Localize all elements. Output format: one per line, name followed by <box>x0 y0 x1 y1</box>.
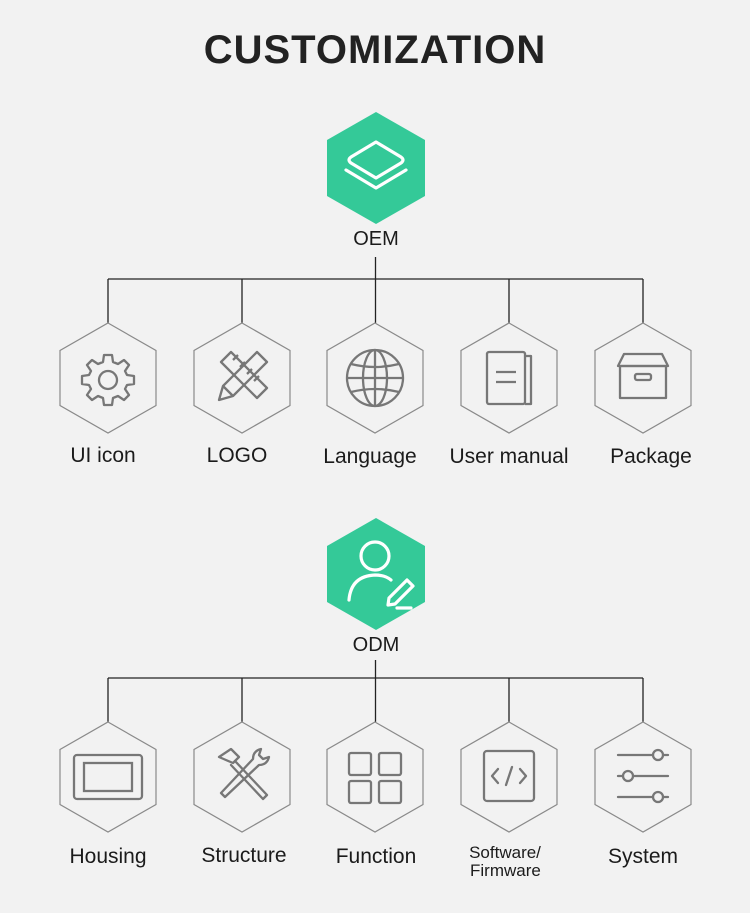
pencil-ruler-icon <box>217 350 269 402</box>
sliders-icon <box>616 748 670 804</box>
item-label-package: Package <box>610 445 692 468</box>
globe-icon <box>345 348 405 408</box>
structure-hexagon <box>193 721 291 833</box>
item-label-system: System <box>607 845 678 868</box>
oem-hexagon <box>327 112 425 224</box>
item-label-function: Function <box>335 845 417 868</box>
gear-icon <box>80 353 136 407</box>
item-label-user-manual: User manual <box>449 445 569 468</box>
software-firmware-hexagon <box>460 721 558 833</box>
system-hexagon <box>594 721 692 833</box>
user-edit-icon <box>347 540 415 610</box>
function-hexagon <box>326 721 424 833</box>
item-label-logo: LOGO <box>206 444 268 467</box>
logo-hexagon <box>193 322 291 434</box>
item-label-housing: Housing <box>69 845 147 868</box>
item-label-ui-icon: UI icon <box>70 444 136 467</box>
hammer-wrench-icon <box>217 747 271 801</box>
package-hexagon <box>594 322 692 434</box>
item-label-language: Language <box>323 445 417 468</box>
language-hexagon <box>326 322 424 434</box>
item-label-structure: Structure <box>201 844 287 867</box>
oem-label: OEM <box>353 228 399 250</box>
page-title: CUSTOMIZATION <box>203 28 547 72</box>
item-label-software: Software/ <box>469 843 541 862</box>
code-icon <box>482 749 536 803</box>
grid-icon <box>347 751 403 805</box>
item-label-firmware: Firmware <box>470 860 541 880</box>
user-manual-hexagon <box>460 322 558 434</box>
ui-icon-hexagon <box>59 322 157 434</box>
manual-icon <box>485 350 533 406</box>
odm-label: ODM <box>352 634 400 656</box>
screen-housing-icon <box>72 753 144 801</box>
housing-hexagon <box>59 721 157 833</box>
layers-icon <box>344 140 408 190</box>
box-icon <box>616 352 670 400</box>
item-label-software-firmware: Software/ Firmware <box>430 844 580 880</box>
odm-hexagon <box>327 518 425 630</box>
